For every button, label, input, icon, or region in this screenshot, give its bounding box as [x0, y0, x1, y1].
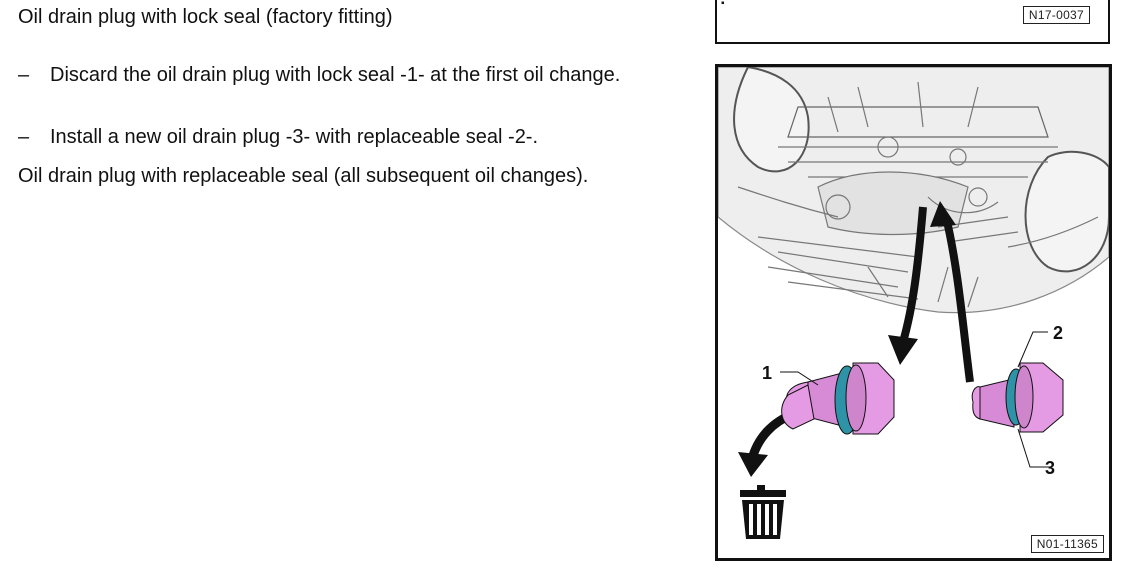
removal-arrow-icon: [888, 206, 927, 365]
old-plug-tip: [781, 384, 815, 430]
section-heading: Oil drain plug with lock seal (factory f…: [18, 6, 393, 28]
step-text: Install a new oil drain plug -3- with re…: [50, 126, 539, 148]
discard-arrow-icon: [738, 409, 795, 477]
old-drain-plug: [786, 362, 895, 435]
figure-illustration: 1 2 3: [718, 67, 1109, 539]
engine-underside-drawing: [718, 67, 1109, 314]
figure-code: N01-11365: [1030, 535, 1104, 553]
figure-top-partial: ▪ N17-0037: [715, 0, 1110, 44]
callout-3: 3: [1045, 458, 1055, 478]
figure-oil-drain-plug: 1 2 3 N01-11365: [715, 64, 1112, 561]
new-drain-plug: [971, 362, 1064, 433]
figure-corner-mark: ▪: [721, 0, 725, 9]
install-arrow-icon: [930, 201, 974, 383]
callout-leaders: [780, 331, 1050, 468]
note-text: Oil drain plug with replaceable seal (al…: [18, 165, 589, 187]
callout-1: 1: [762, 363, 772, 383]
step-dash: –: [18, 126, 30, 148]
step-text: Discard the oil drain plug with lock sea…: [50, 64, 621, 86]
figure-code: N17-0037: [1022, 6, 1090, 24]
trash-bin-icon: [740, 485, 786, 539]
step-dash: –: [18, 64, 30, 86]
callout-2: 2: [1053, 323, 1063, 343]
